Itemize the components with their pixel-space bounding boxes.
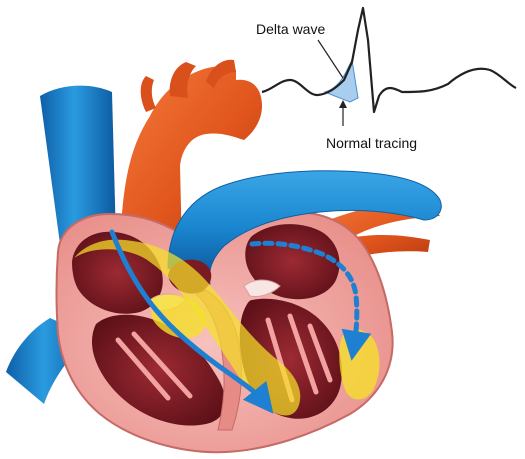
heart-illustration [6,60,441,452]
normal-tracing-pointer-head [339,100,347,108]
delta-wave-label: Delta wave [256,21,325,37]
delta-wave-pointer [318,40,343,78]
normal-tracing-label: Normal tracing [326,135,417,151]
left-bundle-highlight [339,330,379,400]
ecg-tracing: Delta wave Normal tracing [256,8,516,151]
